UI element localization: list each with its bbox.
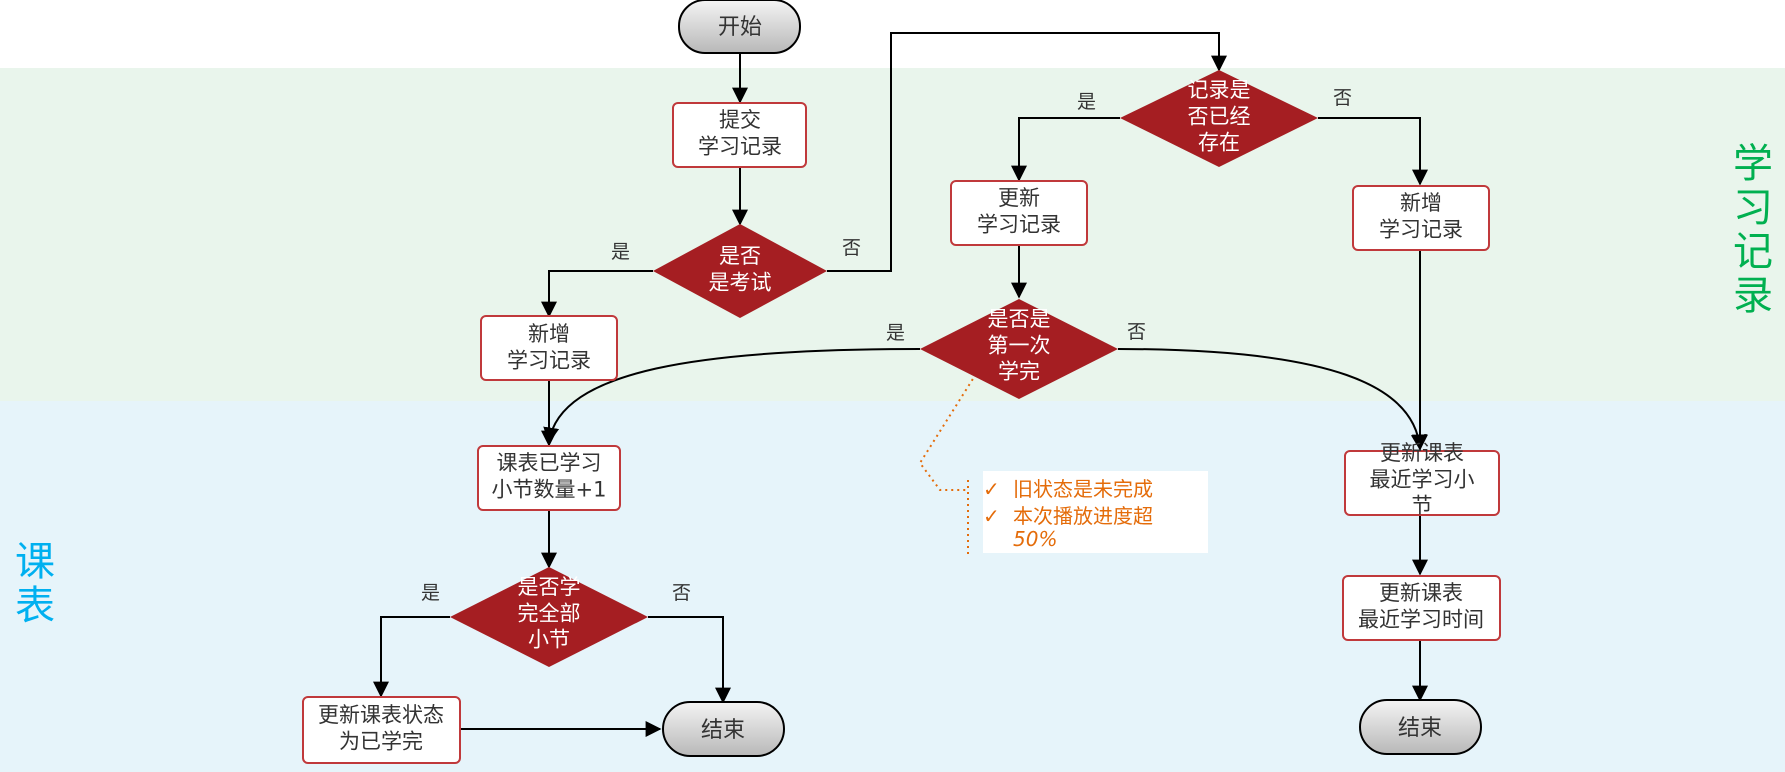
end-left-label: 结束: [701, 718, 745, 743]
zone-label-record-text: 学习记录: [1733, 141, 1773, 319]
edge-exam-no: [827, 32, 1227, 272]
edge-exists-yes: [1011, 117, 1120, 182]
label-exam-yes: 是: [611, 241, 630, 263]
condition-note: ✓ 旧状态是未完成 ✓ 本次播放进度超 50%: [983, 471, 1208, 553]
lesson-count-label: 课表已学习小节数量+1: [492, 451, 607, 501]
edge-exam-yes: [541, 270, 653, 318]
zone-label-schedule: 课表: [10, 540, 60, 628]
check-icon: ✓: [983, 504, 1000, 528]
add-record-left-label: 新增学习记录: [507, 322, 591, 372]
note-item-1-text: 旧状态是未完成: [1013, 477, 1153, 501]
note-item-3-text: 50%: [1013, 527, 1058, 551]
label-all-no: 否: [672, 582, 691, 604]
zone-label-schedule-text: 课表: [15, 539, 55, 629]
start-node: 开始: [678, 0, 801, 54]
connectors: [373, 32, 1428, 737]
check-icon: ✓: [983, 477, 1000, 501]
note-item-3: 50%: [1013, 527, 1057, 551]
note-leader: [918, 373, 977, 491]
decision-is-exam: 是否是考试: [653, 224, 827, 318]
label-exists-no: 否: [1333, 87, 1352, 109]
process-add-record-right: 新增学习记录: [1352, 185, 1490, 251]
note-item-2-text: 本次播放进度超: [1013, 504, 1153, 528]
zone-learning-record: [0, 68, 1785, 401]
zone-schedule: [0, 401, 1785, 772]
edge-first-yes: [543, 348, 921, 444]
add-record-right-label: 新增学习记录: [1379, 191, 1463, 241]
decision-all-finished: 是否学完全部小节: [450, 567, 648, 667]
process-update-record: 更新学习记录: [950, 180, 1088, 246]
start-label: 开始: [718, 15, 762, 40]
update-section-label: 更新课表最近学习小节: [1370, 441, 1475, 518]
submit-record-label: 提交学习记录: [698, 108, 782, 158]
update-record-label: 更新学习记录: [977, 186, 1061, 236]
process-submit-record: 提交学习记录: [672, 102, 807, 168]
note-item-1: ✓ 旧状态是未完成: [983, 473, 1153, 502]
label-exam-no: 否: [842, 237, 861, 259]
edge-labels: 是 否 是 否 是 否 是 否: [421, 87, 1352, 604]
edge-first-no: [1117, 348, 1427, 451]
end-node-right: 结束: [1359, 699, 1482, 755]
zone-label-learning-record: 学习记录: [1728, 142, 1778, 318]
edge-exists-no: [1318, 117, 1428, 186]
process-lesson-count: 课表已学习小节数量+1: [477, 445, 621, 511]
process-update-section: 更新课表最近学习小节: [1344, 441, 1500, 518]
decision-record-exists: 记录是否已经存在: [1120, 70, 1318, 167]
label-all-yes: 是: [421, 582, 440, 604]
label-exists-yes: 是: [1077, 91, 1096, 113]
process-update-time: 更新课表最近学习时间: [1342, 575, 1501, 641]
decision-first-finish: 是否是第一次学完: [920, 299, 1118, 399]
update-status-label: 更新课表状态为已学完: [318, 703, 444, 753]
update-time-label: 更新课表最近学习时间: [1358, 581, 1484, 631]
is-exam-label: 是否是考试: [709, 244, 772, 294]
end-node-left: 结束: [662, 701, 785, 757]
note-item-2: ✓ 本次播放进度超: [983, 500, 1153, 529]
label-first-no: 否: [1127, 321, 1146, 343]
label-first-yes: 是: [886, 322, 905, 344]
end-right-label: 结束: [1398, 716, 1442, 741]
edge-all-yes: [373, 616, 450, 698]
edge-all-no: [648, 616, 731, 704]
record-exists-label: 记录是否已经存在: [1188, 78, 1251, 155]
process-update-status: 更新课表状态为已学完: [302, 696, 461, 764]
first-finish-label: 是否是第一次学完: [988, 307, 1051, 384]
all-finished-label: 是否学完全部小节: [518, 575, 581, 652]
process-add-record-left: 新增学习记录: [480, 315, 618, 381]
